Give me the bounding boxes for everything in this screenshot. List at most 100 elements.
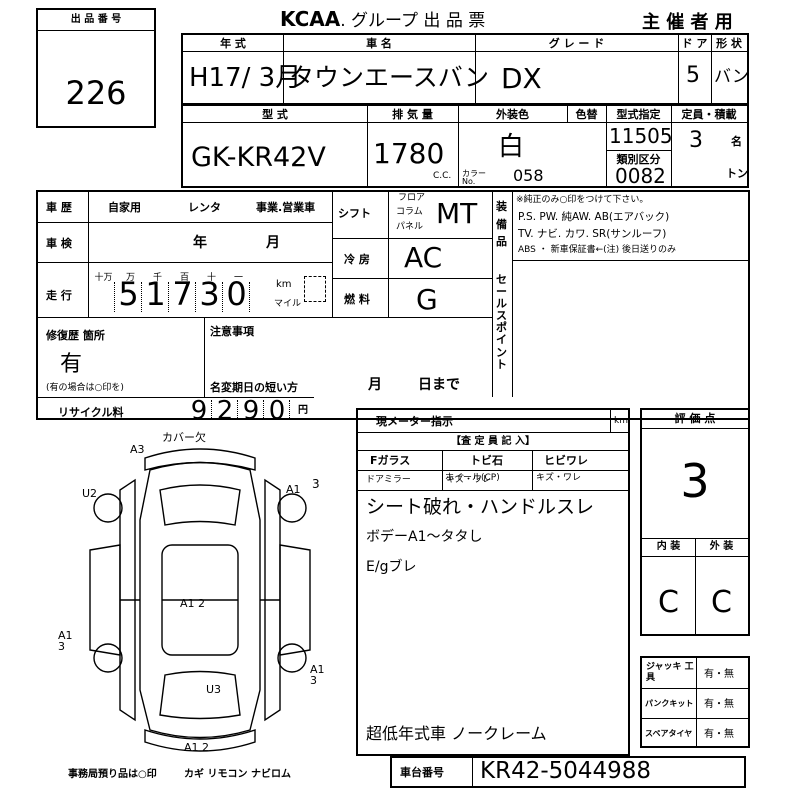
vehicle-history-table: 車 歴 自家用 レンタ 事業.営業車 車 検 年 月 走 行 十万万千百十一 k… <box>36 190 750 420</box>
diagram-mark-right-front-score: 3 <box>312 477 320 491</box>
meter-label: 現メーター指示 <box>376 415 453 428</box>
mileage-separator <box>195 282 196 312</box>
mileage-separator <box>141 282 142 312</box>
organizer-label: 主 催 者 用 <box>642 12 733 33</box>
mileage-separator <box>168 282 169 312</box>
inspector-label: 【査 定 員 記 入】 <box>451 436 535 447</box>
recycle-separator <box>211 400 212 420</box>
mileage-digit-5: 0 <box>226 275 247 313</box>
exterior-label: 外 装 <box>709 541 734 552</box>
meter-km: km <box>614 416 628 426</box>
color-change-label: 色替 <box>575 108 598 121</box>
displacement-value: 1780 <box>373 137 445 170</box>
repair-history-label: 修復歴 箇所 <box>46 329 105 342</box>
year-value: H17/ 3月 <box>189 63 302 93</box>
capacity-label: 定員・積載 <box>681 108 737 121</box>
inspection-table: 現メーター指示 km 【査 定 員 記 入】 Fガラス トビ石 ヒビワレ ドアミ… <box>356 408 630 756</box>
class-label: 類別区分 <box>616 153 661 166</box>
diagram-mark-roof: A1 2 <box>180 597 206 610</box>
shift-column-option: コラム <box>396 207 423 217</box>
recycle-separator <box>237 400 238 420</box>
exterior-value: C <box>711 585 732 620</box>
name-change-day: 日まで <box>418 377 460 393</box>
mileage-label: 走 行 <box>46 289 72 302</box>
inspection-note-3: E/gブレ <box>366 559 417 575</box>
row1-table: 年 式 車 名 グ レ ー ド ド ア 形 状 H17/ 3月 タウンエースバン… <box>181 33 749 105</box>
inspection-note-4: 超低年式車 ノークレーム <box>366 724 547 743</box>
displacement-label: 排 気 量 <box>392 108 433 121</box>
mileage-digit-1: 5 <box>118 275 139 313</box>
equipment-label: 装 備 品 <box>496 200 507 249</box>
spare-tire-label: スペアタイヤ <box>645 729 693 738</box>
mirror-scratch-label: キズ・ワレ <box>446 475 492 485</box>
recycle-digit-0: 9 <box>190 396 208 426</box>
inspection-month: 月 <box>266 235 280 251</box>
mile-checkbox[interactable] <box>304 276 326 302</box>
wheel-scratch-label: キズ・ワレ <box>536 473 582 483</box>
puncture-kit-value[interactable]: 有・無 <box>704 699 734 710</box>
name-change-month: 月 <box>368 377 382 393</box>
diagram-mark-front: A3 <box>130 443 145 456</box>
km-unit: km <box>276 279 292 290</box>
chip-label: トビ石 <box>470 454 503 467</box>
body-type-value: バン <box>714 67 749 87</box>
ac-label: 冷 房 <box>344 253 370 266</box>
rental-option: レンタ <box>188 201 221 214</box>
mileage-digit-4: 3 <box>199 275 220 313</box>
model-label: 型 式 <box>262 108 288 121</box>
puncture-kit-label: パンクキット <box>645 699 694 708</box>
diagram-mark-rear: A1 2 <box>184 741 210 754</box>
grade-label: グ レ ー ド <box>548 37 605 50</box>
capacity-value: 3 <box>689 128 703 153</box>
spare-tire-value[interactable]: 有・無 <box>704 729 734 740</box>
jack-value[interactable]: 有・無 <box>704 669 734 680</box>
mile-unit: マイル <box>274 299 302 309</box>
repair-history-note: (有の場合は○印を) <box>46 383 124 393</box>
recycle-separator <box>289 400 290 420</box>
recycle-separator <box>263 400 264 420</box>
chassis-number-label: 車台番号 <box>400 766 444 779</box>
inspection-year: 年 <box>193 235 207 251</box>
mileage-separator <box>222 282 223 312</box>
equipment-note: ※純正のみ○印をつけて下さい。 <box>516 195 649 205</box>
car-diagram <box>89 448 311 752</box>
recycle-label: リサイクル料 <box>58 406 124 419</box>
mileage-unit-5: 一 <box>233 273 243 283</box>
lot-number: 226 <box>65 74 127 112</box>
capacity-unit: 名 <box>731 135 742 148</box>
fuel-value: G <box>416 283 438 316</box>
year-label: 年 式 <box>220 37 246 50</box>
ac-value: AC <box>404 241 443 274</box>
recycle-digit-2: 9 <box>242 396 260 426</box>
lot-number-box: 出 品 番 号 226 <box>36 8 156 128</box>
notes-label: 注意事項 <box>210 325 254 338</box>
row2-table: 型 式 排 気 量 外装色 色替 型式指定 定員・積載 類別区分 GK-KR42… <box>181 104 749 188</box>
mileage-unit-2: 千 <box>152 273 162 283</box>
office-items: カギ リモコン ナビロム <box>184 769 291 780</box>
kcaa-logo: KCAA <box>280 7 341 31</box>
diagram-mark-left-front: U2 <box>82 487 98 500</box>
interior-value: C <box>658 585 679 620</box>
inspection-note-2: ボデーA1〜タタし <box>366 529 483 545</box>
car-name-label: 車 名 <box>366 37 392 50</box>
mileage-unit-1: 万 <box>125 273 135 283</box>
diagram-mark-left-rear: A1 3 <box>58 629 73 653</box>
shift-panel-option: パネル <box>396 222 424 232</box>
business-option: 事業.営業車 <box>256 201 316 214</box>
fuel-label: 燃 料 <box>344 293 370 306</box>
mileage-digit-2: 1 <box>145 275 166 313</box>
recycle-digit-3: 0 <box>268 396 286 426</box>
recycle-digit-1: 2 <box>216 396 234 426</box>
mileage-unit-3: 百 <box>179 273 189 283</box>
door-label: ド ア <box>681 37 708 50</box>
inspection-label: 車 検 <box>46 237 72 250</box>
own-use-option: 自家用 <box>108 201 141 214</box>
mirror-label: ドアミラー <box>366 475 411 485</box>
color-no-label: カラー No. <box>462 169 486 186</box>
wheel-cp-label: ホイール(CP) <box>445 473 500 483</box>
type-designation-label: 型式指定 <box>616 108 661 121</box>
body-type-label: 形 状 <box>716 37 742 50</box>
office-note: 事務局預り品は○印 <box>68 769 157 780</box>
diagram-mark-right-rear: A1 3 <box>310 663 325 687</box>
tools-table: ジャッキ 工 具 有・無 パンクキット 有・無 スペアタイヤ 有・無 <box>640 656 750 748</box>
